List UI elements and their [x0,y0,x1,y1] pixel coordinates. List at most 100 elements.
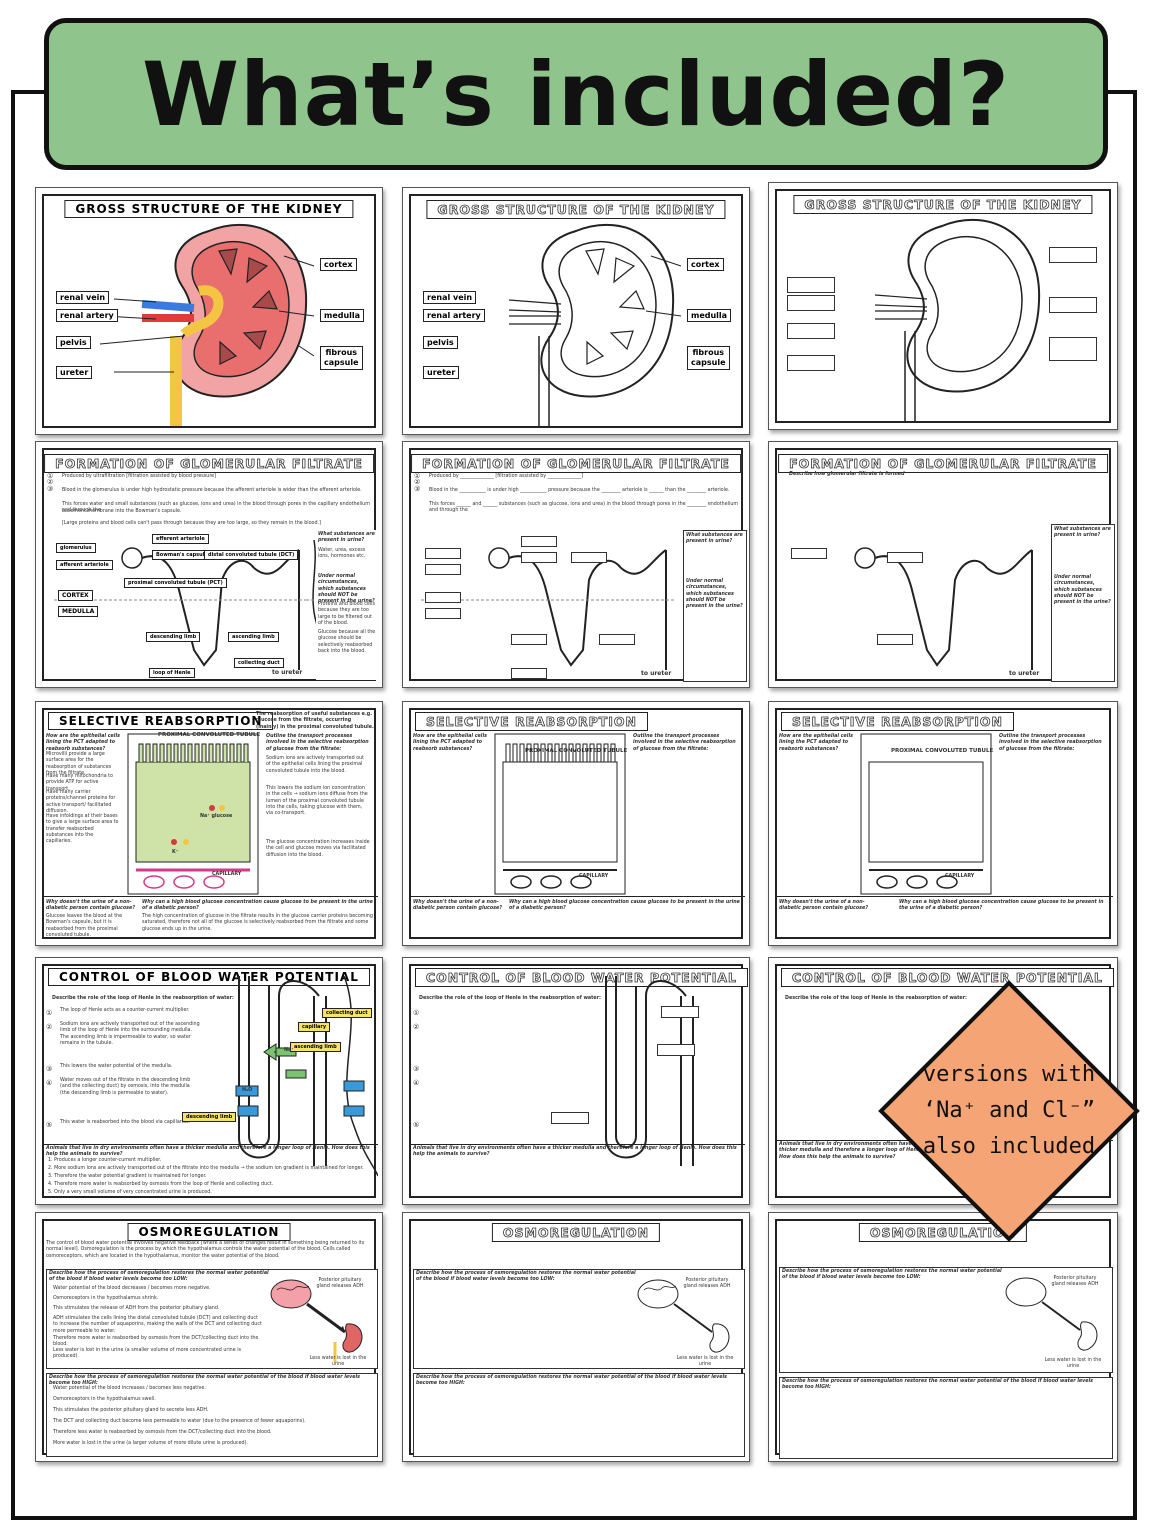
glomerular-title: FORMATION OF GLOMERULAR FILTRATE [44,454,374,473]
label-renal-artery: renal artery [56,309,118,322]
kidney-card-blank: GROSS STRUCTURE OF THE KIDNEY [768,182,1118,430]
h2o-label: H₂O [242,1088,253,1093]
pct-label: PROXIMAL CONVOLUTED TUBULE [158,732,261,738]
question-outline: Outline the transport processes involved… [266,734,369,752]
question-animals-3: Animals that live in dry environments of… [779,1142,924,1160]
step-2: This lowers the sodium ion concentration… [266,786,368,817]
high-2: Osmoreceptors in the hypothalamus swell. [53,1397,156,1402]
glomerular-line-2: Blood in the glomerulus is under high hy… [62,488,362,493]
water-card-fillin: CONTROL OF BLOOD WATER POTENTIAL Describ… [402,957,750,1205]
kidney-title-blank: GROSS STRUCTURE OF THE KIDNEY [793,195,1093,214]
loop-diagram-2 [605,976,694,1166]
osmo-title: OSMOREGULATION [127,1223,291,1241]
label-descending-limb: descending limb [182,1112,237,1122]
blank-box[interactable] [521,552,557,563]
selective-title-2: SELECTIVE REABSORPTION [415,712,649,731]
title-banner: What’s included? [44,18,1108,170]
label-to-ureter: to ureter [272,669,303,676]
label-ascending-limb: ascending limb [290,1042,341,1052]
diamond-shape [878,980,1140,1242]
pituitary-label-3: Posterior pituitary gland releases ADH [1051,1276,1099,1288]
brain-kidney-diagram-3 [1005,1277,1098,1351]
adapt-2: Have many mitochondria to provide ATP fo… [46,774,113,792]
kidney-title: GROSS STRUCTURE OF THE KIDNEY [64,200,354,218]
glomerular-line-5: [Large proteins and blood cells can't pa… [62,521,321,526]
label-efferent: efferent arteriole [152,534,209,544]
label-to-ureter-2: to ureter [641,670,672,677]
question-animals-2: Animals that live in dry environments of… [413,1146,737,1158]
water-step-4: Water moves out of the filtrate in the d… [60,1078,191,1096]
question-diabetic: Why can a high blood glucose concentrati… [142,900,373,912]
blank-box[interactable] [1049,337,1097,361]
selective-card-answers: SELECTIVE REABSORPTION The reabsorption … [35,701,383,946]
less-water-label: Less water is lost in the urine [309,1356,367,1368]
osmo-high-panel-3: Describe how the process of osmoregulati… [779,1377,1113,1459]
blank-box[interactable] [551,1112,589,1124]
pct-diagram [127,733,259,895]
label-renal-vein-2: renal vein [423,291,477,304]
label-pelvis-2: pelvis [423,336,458,349]
blank-box[interactable] [1049,247,1097,263]
blank-box[interactable] [787,277,835,293]
question-animals: Animals that live in dry environments of… [46,1146,370,1158]
blank-box[interactable] [791,548,827,559]
water-describe: Describe the role of the loop of Henle i… [52,996,234,1001]
question-glucose-2: Why doesn't the urine of a non-diabetic … [413,900,503,912]
low-2: Osmoreceptors in the hypothalamus shrink… [53,1296,159,1301]
blank-box[interactable] [599,634,635,645]
badge-line-2: ‘Na⁺ and Cl⁻” [922,1098,1096,1123]
blank-box[interactable] [571,552,607,563]
blank-box[interactable] [1049,297,1097,313]
kidney-diagram-outline [508,223,682,426]
blank-box[interactable] [877,634,913,645]
blank-box[interactable] [657,1044,695,1056]
blank-box[interactable] [425,608,461,619]
osmo-title-2: OSMOREGULATION [491,1223,661,1242]
less-water-label-3: Less water is lost in the urine [1044,1358,1102,1370]
question-urine-2: What substances are present in urine? [686,533,743,545]
question-outline-2: Outline the transport processes involved… [633,734,736,752]
answer-3: 3. Therefore the water potential gradien… [48,1174,207,1179]
answer-5: 5. Only a very small volume of very conc… [48,1190,212,1195]
divider [411,1144,745,1145]
kidney-title-outline: GROSS STRUCTURE OF THE KIDNEY [426,200,726,219]
selective-card-blank: SELECTIVE REABSORPTION How are the epith… [768,701,1118,946]
label-ureter: ureter [56,366,93,379]
blank-box[interactable] [425,548,461,559]
less-water-label-2: Less water is lost in the urine [676,1356,734,1368]
question-diabetic-2: Why can a high blood glucose concentrati… [509,900,740,912]
blank-box[interactable] [511,634,547,645]
water-step-1: The loop of Henle acts as a counter-curr… [60,1008,190,1013]
high-1: Water potential of the blood increases /… [53,1386,206,1391]
answer-panel-blank: What substances are present in urine? Un… [683,530,747,682]
question-low-2: Describe how the process of osmoregulati… [416,1271,636,1283]
label-pct: proximal convoluted tubule (PCT) [124,578,227,588]
divider [44,1144,378,1145]
divider [411,896,745,897]
blank-box[interactable] [425,592,461,603]
blank-box[interactable] [425,564,461,575]
label-afferent: afferent arteriole [56,560,113,570]
question-urine-3: What substances are present in urine? [1054,527,1111,539]
blank-box[interactable] [787,355,835,371]
selective-title-3: SELECTIVE REABSORPTION [781,712,1015,731]
blank-box[interactable] [511,668,547,679]
blank-box[interactable] [787,323,835,339]
low-5: Therefore more water is reabsorbed by os… [53,1336,259,1348]
label-henle: loop of Henle [149,668,195,678]
answer-diabetic: The high concentration of glucose in the… [142,914,373,932]
water-describe-2: Describe the role of the loop of Henle i… [419,996,601,1001]
blank-box[interactable] [521,536,557,547]
divider [777,896,1113,897]
blank-box[interactable] [887,552,923,563]
answer-panel: What substances are present in urine? Wa… [316,530,378,680]
blank-box[interactable] [787,295,835,311]
fillin-line-2: Blood in the ___________ is under high _… [429,488,730,493]
divider [44,896,378,897]
blank-box[interactable] [661,1006,699,1018]
question-low: Describe how the process of osmoregulati… [49,1271,269,1283]
